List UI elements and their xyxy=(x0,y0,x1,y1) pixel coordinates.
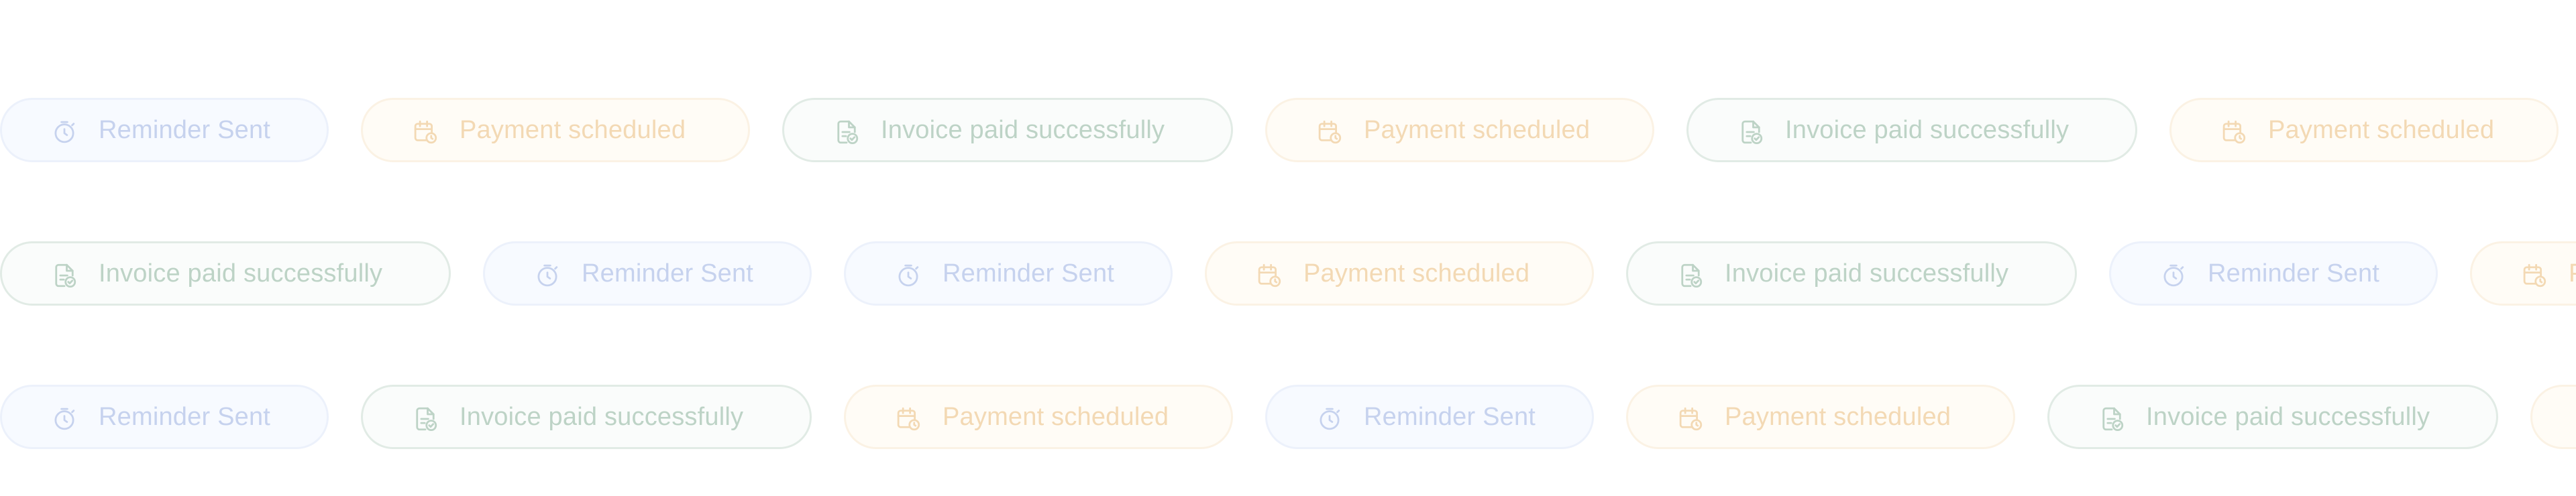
payment-badge: Payment scheduled xyxy=(2169,98,2559,162)
reminder-badge: Reminder Sent xyxy=(2109,241,2438,306)
payment-badge-label: Payment scheduled xyxy=(2569,259,2576,288)
clock-icon xyxy=(50,405,78,433)
clock-icon xyxy=(2159,261,2188,290)
reminder-badge-label: Reminder Sent xyxy=(99,402,271,431)
calendar-clock-icon xyxy=(1676,405,1705,433)
payment-badge-label: Payment scheduled xyxy=(2268,115,2495,144)
payment-badge: Payment scheduled xyxy=(1265,98,1654,162)
invoice-badge: Invoice paid successfully xyxy=(0,241,451,306)
reminder-badge: Reminder Sent xyxy=(1265,385,1594,449)
reminder-badge: Reminder Sent xyxy=(0,98,329,162)
document-check-icon xyxy=(833,118,861,146)
invoice-badge: Invoice paid successfully xyxy=(2047,385,2498,449)
calendar-clock-icon xyxy=(894,405,922,433)
clock-icon xyxy=(50,118,78,146)
calendar-clock-icon xyxy=(411,118,439,146)
reminder-badge: Reminder Sent xyxy=(483,241,812,306)
invoice-badge-label: Invoice paid successfully xyxy=(1725,259,2009,288)
document-check-icon xyxy=(2098,405,2126,433)
invoice-badge-label: Invoice paid successfully xyxy=(99,259,383,288)
reminder-badge-label: Reminder Sent xyxy=(943,259,1115,288)
reminder-badge: Reminder Sent xyxy=(844,241,1173,306)
payment-badge-label: Payment scheduled xyxy=(1303,259,1530,288)
reminder-badge-label: Reminder Sent xyxy=(582,259,754,288)
payment-badge: Payment scheduled xyxy=(361,98,750,162)
calendar-clock-icon xyxy=(2520,261,2548,290)
invoice-badge-label: Invoice paid successfully xyxy=(1785,115,2070,144)
invoice-badge-label: Invoice paid successfully xyxy=(881,115,1165,144)
document-check-icon xyxy=(1676,261,1705,290)
payment-badge-label: Payment scheduled xyxy=(943,402,1169,431)
calendar-clock-icon xyxy=(1316,118,1344,146)
payment-badge-label: Payment scheduled xyxy=(1725,402,1951,431)
invoice-badge: Invoice paid successfully xyxy=(1626,241,2077,306)
document-check-icon xyxy=(1737,118,1765,146)
clock-icon xyxy=(894,261,922,290)
payment-badge: Payment scheduled xyxy=(1205,241,1594,306)
clock-icon xyxy=(533,261,561,290)
calendar-clock-icon xyxy=(2220,118,2248,146)
invoice-badge: Invoice paid successfully xyxy=(1686,98,2137,162)
payment-badge-label: Payment scheduled xyxy=(460,115,686,144)
invoice-badge-label: Invoice paid successfully xyxy=(2146,402,2430,431)
invoice-badge: Invoice paid successfully xyxy=(782,98,1233,162)
invoice-badge: Invoice paid successfully xyxy=(361,385,812,449)
calendar-clock-icon xyxy=(1255,261,1283,290)
clock-icon xyxy=(1316,405,1344,433)
reminder-badge-label: Reminder Sent xyxy=(99,115,271,144)
payment-badge: Payment scheduled xyxy=(2530,385,2576,449)
reminder-badge-label: Reminder Sent xyxy=(1364,402,1536,431)
payment-badge-label: Payment scheduled xyxy=(1364,115,1591,144)
document-check-icon xyxy=(411,405,439,433)
document-check-icon xyxy=(50,261,78,290)
invoice-badge-label: Invoice paid successfully xyxy=(460,402,744,431)
payment-badge: Payment scheduled xyxy=(2470,241,2576,306)
payment-badge: Payment scheduled xyxy=(1626,385,2015,449)
reminder-badge-label: Reminder Sent xyxy=(2208,259,2380,288)
reminder-badge: Reminder Sent xyxy=(0,385,329,449)
payment-badge: Payment scheduled xyxy=(844,385,1233,449)
